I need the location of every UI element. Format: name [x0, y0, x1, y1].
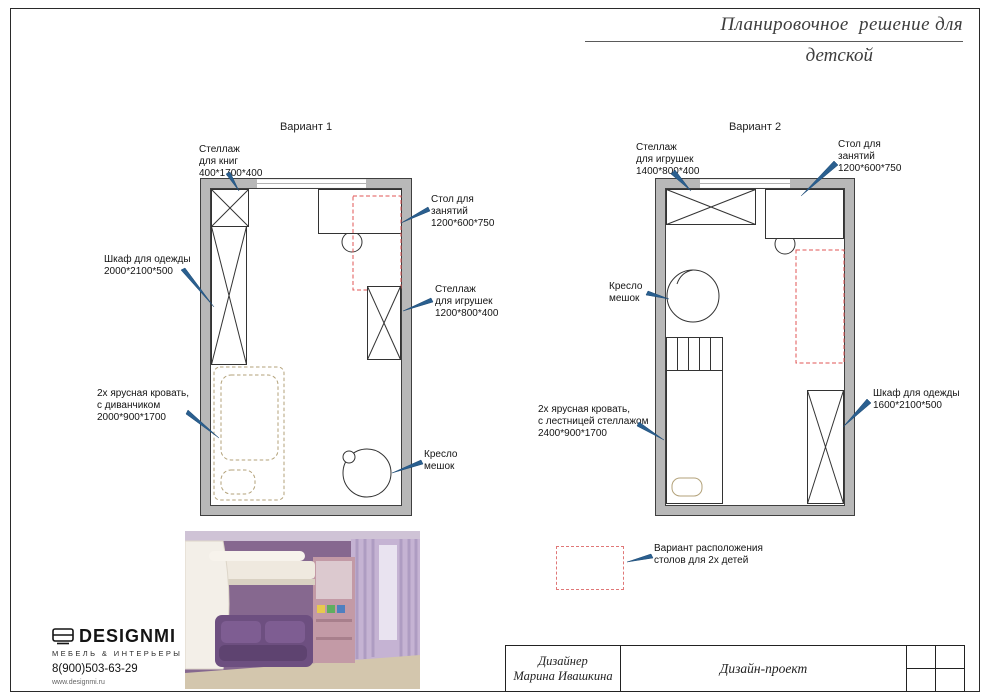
- designer-label: Дизайнер: [538, 653, 588, 668]
- page-title: Планировочное решение для детской: [585, 14, 963, 67]
- designer-name: Марина Ивашкина: [513, 668, 613, 683]
- brand-website: www.designmi.ru: [52, 679, 105, 686]
- plan2-bean-bag: [666, 269, 720, 323]
- floor-plan-variant-1: [200, 178, 412, 516]
- arrow-legend: [626, 553, 654, 563]
- plan1-window-opening: [257, 179, 366, 189]
- legend-alt-desk-box: [556, 546, 624, 590]
- plan1-chair: [341, 231, 363, 253]
- photo-floor: [185, 655, 420, 689]
- plan1-toy-shelf: [367, 286, 401, 360]
- plan2-bunk-bed: [666, 370, 723, 504]
- photo-ceiling: [185, 531, 420, 541]
- plan1-desk: [318, 189, 402, 234]
- title-block-empty-cell: [907, 646, 936, 669]
- plan1-wardrobe: [211, 226, 247, 365]
- title-block-empty-cell: [935, 646, 964, 669]
- title-block-project-cell: Дизайн-проект: [621, 646, 907, 691]
- photo-wardrobe: [313, 557, 355, 663]
- brand-tagline: МЕБЕЛЬ & ИНТЕРЬЕРЫ: [52, 649, 183, 658]
- plan2-window-opening: [700, 179, 790, 189]
- title-block-grid: [907, 646, 964, 691]
- plan1-bean-bag: [342, 448, 392, 498]
- plan2-toy-shelf: [666, 189, 756, 225]
- brand-block: DESIGNMI МЕБЕЛЬ & ИНТЕРЬЕРЫ 8(900)503-63…: [52, 626, 202, 686]
- title-block-empty-cell: [907, 668, 936, 691]
- plan2-ladder-shelf: [666, 337, 723, 371]
- plan1-bookshelf: [211, 189, 249, 227]
- floor-plan-variant-2: [655, 178, 855, 516]
- callout-v2-bunk-bed: 2х ярусная кровать,с лестницей стеллажом…: [538, 404, 649, 439]
- photo-sofa: [215, 615, 313, 667]
- title-block-designer-cell: Дизайнер Марина Ивашкина: [506, 646, 621, 691]
- variant2-title: Вариант 2: [728, 121, 782, 133]
- plan2-wardrobe: [807, 390, 844, 504]
- plan2-desk: [765, 189, 844, 239]
- designmi-logo-icon: [52, 628, 74, 645]
- brand-phone: 8(900)503-63-29: [52, 663, 138, 675]
- plan2-desk-alt-position: [795, 249, 845, 364]
- title-block: Дизайнер Марина Ивашкина Дизайн-проект: [505, 645, 965, 692]
- variant1-title: Вариант 1: [279, 121, 333, 133]
- brand-name: DESIGNMI: [79, 626, 177, 646]
- page-title-line2: детской: [805, 45, 873, 66]
- room-photo: [185, 531, 420, 689]
- page-title-line1: Планировочное решение для: [585, 14, 963, 42]
- photo-curtain: [351, 539, 420, 661]
- title-block-empty-cell: [936, 669, 965, 692]
